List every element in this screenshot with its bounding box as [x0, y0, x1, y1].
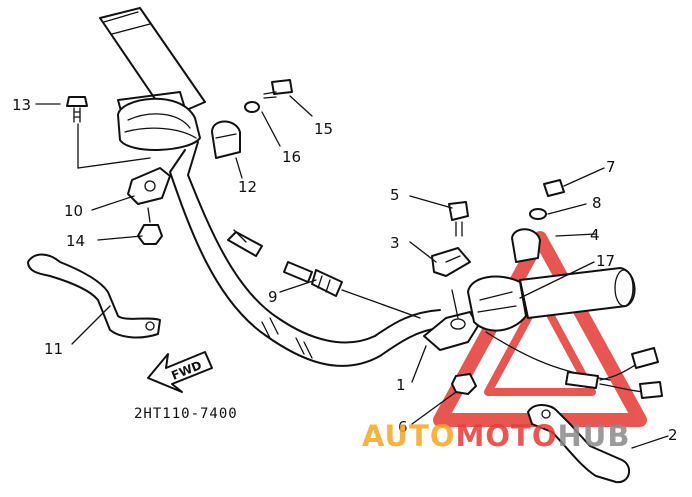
right-grip — [519, 267, 636, 319]
clamp-bracket — [127, 167, 171, 245]
watermark-text: AUTOMOTOHUB — [362, 419, 630, 453]
brake-lever — [527, 404, 631, 484]
cable-9 — [227, 229, 421, 319]
watermark-text-auto: AUTO — [362, 419, 456, 453]
callout-1: 1 — [396, 376, 406, 394]
screw-15 — [263, 79, 293, 99]
fwd-arrow: FWD — [147, 351, 213, 393]
callout-8: 8 — [592, 194, 602, 212]
callout-4: 4 — [590, 226, 600, 244]
callout-13: 13 — [12, 96, 31, 114]
watermark-triangle-inner — [484, 292, 596, 396]
callout-17: 17 — [596, 252, 615, 270]
callout-12: 12 — [238, 178, 257, 196]
holder-12 — [211, 120, 241, 159]
callout-labels: 1 2 3 4 5 6 7 8 9 10 11 12 13 14 15 16 1… — [12, 96, 678, 444]
callout-9: 9 — [268, 288, 278, 306]
bolt-5 — [448, 201, 469, 237]
switch-3 — [431, 247, 471, 277]
callout-7: 7 — [606, 158, 616, 176]
nut-6 — [451, 373, 477, 395]
screw-7 — [543, 179, 565, 197]
callout-15: 15 — [314, 120, 333, 138]
callout-2: 2 — [668, 426, 678, 444]
watermark-text-hub: HUB — [558, 419, 631, 453]
wire-connectors — [599, 347, 663, 399]
watermark-text-moto: MOTO — [456, 419, 558, 453]
callout-14: 14 — [66, 232, 85, 250]
leader-lines — [35, 95, 669, 449]
part-code: 2HT110-7400 — [134, 406, 238, 422]
callout-10: 10 — [64, 202, 83, 220]
washer-16 — [244, 101, 260, 113]
callout-11: 11 — [44, 340, 63, 358]
callout-16: 16 — [282, 148, 301, 166]
clamp-4 — [511, 228, 541, 263]
throttle-housing — [117, 97, 201, 151]
bolt-13 — [66, 96, 88, 123]
clutch-lever — [27, 253, 161, 339]
callout-3: 3 — [390, 234, 400, 252]
callout-6: 6 — [398, 418, 408, 436]
handlebar-tube — [169, 141, 441, 367]
callout-5: 5 — [390, 186, 400, 204]
switch-housing-17 — [467, 275, 611, 389]
washer-8 — [529, 208, 547, 220]
